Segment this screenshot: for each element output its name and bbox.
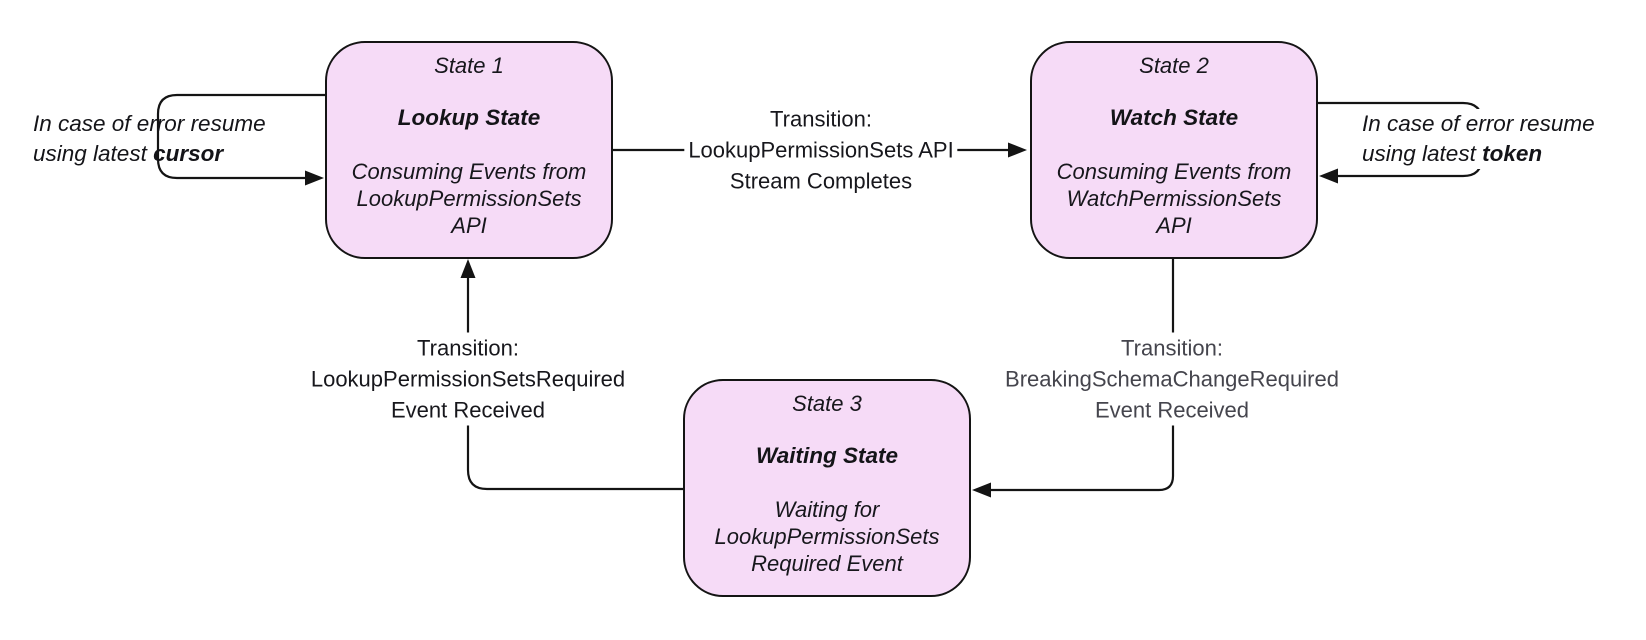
state-name: Lookup State (397, 105, 541, 130)
state-description: Consuming Events from LookupPermissionSe… (327, 158, 611, 239)
error-note-line: using latest token (1362, 141, 1543, 166)
state-step-label: State 3 (792, 391, 862, 416)
state-description: Waiting for LookupPermissionSets Require… (685, 496, 969, 577)
error-loop-state1 (156, 93, 325, 180)
state-node-waiting: State 3 Waiting State Waiting for Lookup… (683, 379, 971, 597)
error-note-line: In case of error resume (33, 111, 266, 136)
transition-label-line: Event Received (390, 397, 546, 423)
state-description-line: Required Event (751, 551, 903, 576)
state-description-line: Waiting for (774, 497, 880, 522)
state-description-line: API (451, 213, 487, 238)
state-description-line: LookupPermissionSets (714, 524, 940, 549)
arrowhead-error-loop-state1 (305, 170, 324, 186)
state-description: Consuming Events from WatchPermissionSet… (1032, 158, 1316, 239)
state-step-label: State 1 (434, 53, 504, 78)
state-step-label: State 2 (1139, 53, 1209, 78)
transition-label-line: LookupPermissionSets API (688, 137, 954, 163)
state-name: Watch State (1109, 105, 1239, 130)
state-description-line: Consuming Events from (1056, 159, 1292, 184)
error-note-line: using latest cursor (33, 141, 224, 166)
arrowhead-state3-to-state1 (460, 259, 476, 278)
state-node-lookup: State 1 Lookup State Consuming Events fr… (325, 41, 613, 259)
arrow-state2-to-state3 (991, 259, 1175, 492)
arrowhead-state1-to-state2 (1008, 142, 1027, 158)
state-description-line: Consuming Events from (351, 159, 587, 184)
error-note-bold-word: token (1482, 141, 1543, 166)
transition-label-line: Transition: (1121, 335, 1223, 361)
transition-label-waiting-to-lookup: Transition: LookupPermissionSetsRequired… (306, 332, 630, 426)
error-note-line: In case of error resume (1362, 111, 1595, 136)
transition-label-line: Transition: (417, 335, 519, 361)
arrowhead-state2-to-state3 (972, 482, 991, 498)
state-node-watch: State 2 Watch State Consuming Events fro… (1030, 41, 1318, 259)
error-note-cursor: In case of error resume using latest cur… (33, 109, 266, 169)
state-name: Waiting State (755, 443, 899, 468)
state-description-line: LookupPermissionSets (356, 186, 582, 211)
transition-label-lookup-to-watch: Transition: LookupPermissionSets API Str… (684, 103, 958, 197)
transition-label-line: Stream Completes (729, 168, 913, 194)
transition-label-line: BreakingSchemaChangeRequired (1005, 366, 1339, 392)
transition-label-watch-to-waiting: Transition: BreakingSchemaChangeRequired… (1001, 332, 1343, 426)
transition-label-line: Event Received (1094, 397, 1250, 423)
error-note-bold-word: cursor (153, 141, 224, 166)
state-description-line: WatchPermissionSets (1066, 186, 1282, 211)
error-note-token: In case of error resume using latest tok… (1362, 109, 1595, 169)
transition-label-line: LookupPermissionSetsRequired (310, 366, 626, 392)
transition-label-line: Transition: (770, 106, 872, 132)
arrowhead-error-loop-state2 (1319, 168, 1338, 184)
state-description-line: API (1156, 213, 1192, 238)
arrow-state3-to-state1 (466, 278, 683, 491)
